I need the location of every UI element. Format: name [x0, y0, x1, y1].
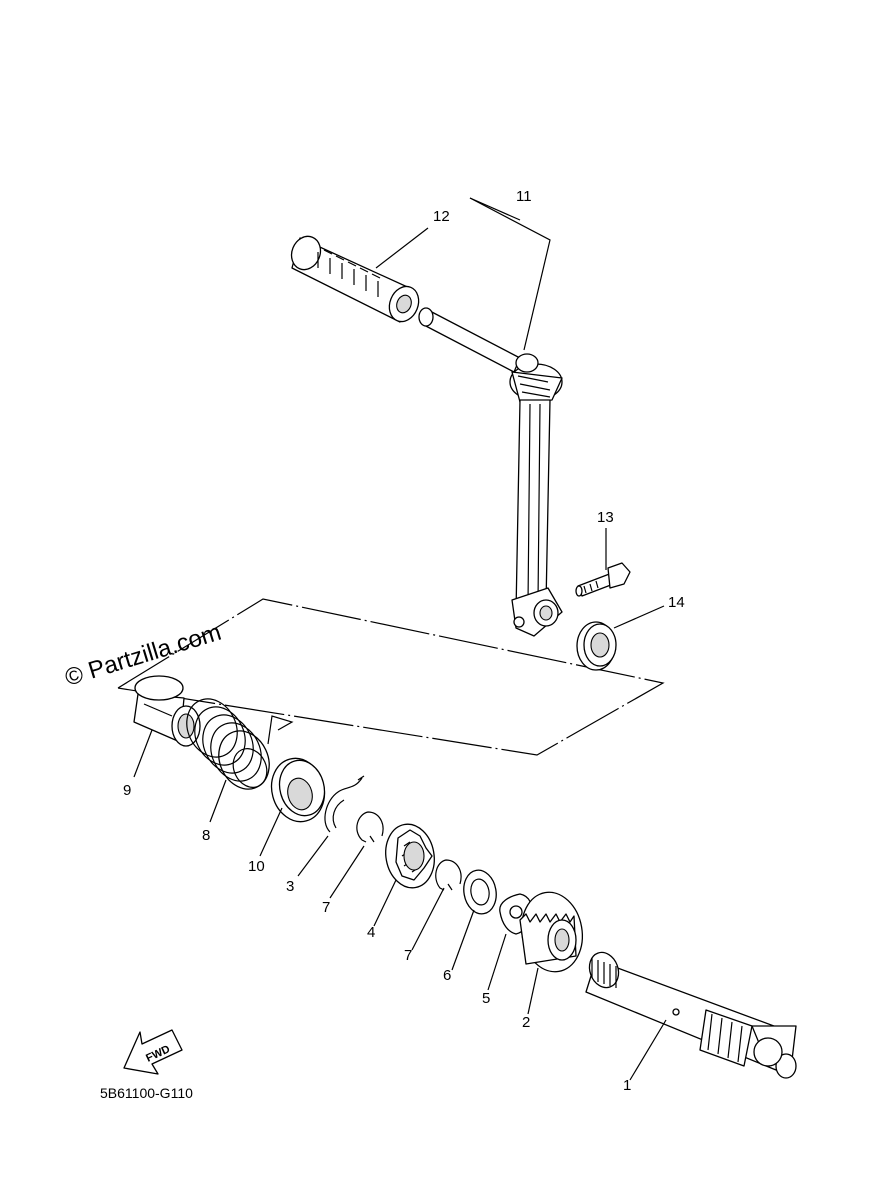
bearing-part-14[interactable] [576, 621, 617, 671]
callout-11: 11 [516, 188, 532, 205]
kick-grip-part-12[interactable] [287, 232, 424, 326]
callout-12: 12 [433, 208, 450, 225]
kick-gear-part-2[interactable] [516, 887, 589, 976]
leader-lines [133, 197, 667, 1081]
bolt-part-13[interactable] [575, 562, 631, 597]
callout-9: 9 [123, 782, 131, 799]
callout-3: 3 [286, 878, 294, 895]
callout-8: 8 [202, 827, 210, 844]
callout-13: 13 [597, 509, 614, 526]
callout-14: 14 [668, 594, 685, 611]
callout-4: 4 [367, 924, 375, 941]
fwd-arrow-icon: FWD [123, 1029, 183, 1075]
callout-6: 6 [443, 967, 451, 984]
spring-part-8[interactable] [178, 691, 294, 798]
circlip-part-7a[interactable] [356, 811, 384, 843]
washer-part-6[interactable] [460, 868, 499, 917]
circlip-part-7b[interactable] [435, 859, 462, 891]
callout-10: 10 [248, 858, 265, 875]
callout-7b: 7 [404, 947, 412, 964]
kick-axle-part-1[interactable] [585, 948, 797, 1079]
diagram-code: 5B61100-G110 [100, 1085, 193, 1101]
callout-2: 2 [522, 1014, 530, 1031]
ratchet-part-4[interactable] [381, 820, 439, 891]
kick-crank-part-11[interactable] [418, 307, 563, 637]
bushing-part-9[interactable] [133, 675, 201, 747]
assembly-group-outline [117, 598, 665, 756]
callout-labels: 11 12 13 14 9 8 10 3 7 4 7 6 5 2 1 [123, 188, 685, 1094]
callout-7a: 7 [322, 899, 330, 916]
washer-part-10[interactable] [265, 752, 332, 827]
callout-5: 5 [482, 990, 490, 1007]
callout-1: 1 [623, 1077, 631, 1094]
spring-clip-part-3[interactable] [324, 775, 365, 833]
